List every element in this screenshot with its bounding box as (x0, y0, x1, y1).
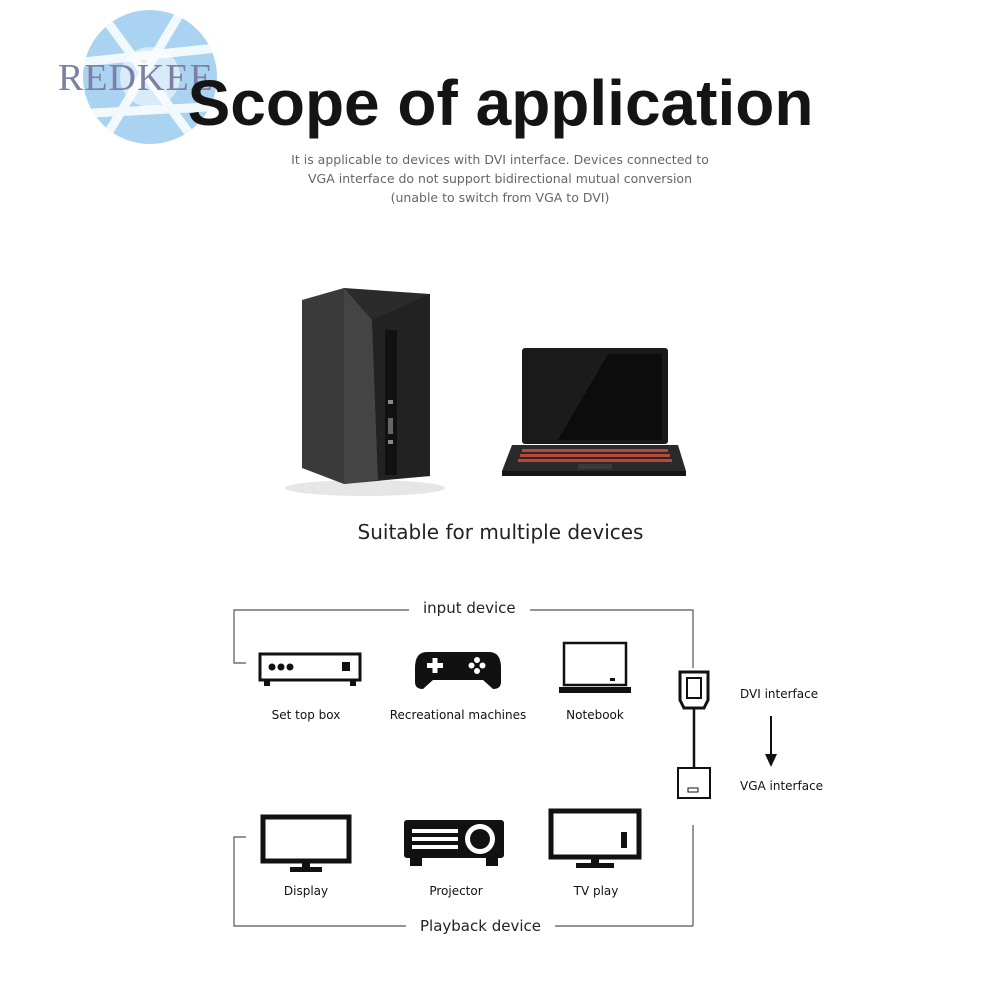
subtitle-line: It is applicable to devices with DVI int… (291, 152, 709, 167)
gamepad-icon (415, 652, 501, 689)
playback-device-group-label: Playback device (406, 917, 555, 935)
arrow-down-icon (765, 716, 777, 767)
tower-pc-image (285, 288, 445, 496)
vga-interface-label: VGA interface (740, 779, 824, 793)
projector-icon (404, 820, 504, 866)
laptop-icon (559, 641, 631, 693)
page-subtitle: It is applicable to devices with DVI int… (200, 150, 800, 207)
device-label-tv-play: TV play (573, 884, 619, 898)
page-title: Scope of application (187, 67, 814, 139)
set-top-box-icon (258, 652, 362, 686)
device-label-set-top-box: Set top box (271, 708, 341, 722)
devices-caption: Suitable for multiple devices (357, 520, 644, 544)
device-label-projector: Projector (429, 884, 483, 898)
dvi-interface-label: DVI interface (740, 687, 819, 701)
brand-logo (83, 10, 217, 144)
subtitle-line: VGA interface do not support bidirection… (308, 171, 692, 186)
subtitle-line: (unable to switch from VGA to DVI) (390, 190, 610, 205)
monitor-icon (260, 814, 352, 872)
device-label-display: Display (283, 884, 329, 898)
laptop-image (502, 348, 686, 476)
device-label-recreational-machines: Recreational machines (389, 708, 527, 722)
input-device-group-label: input device (409, 599, 530, 617)
brand-logo-text: REDKEE (58, 57, 214, 99)
tv-icon (548, 808, 642, 868)
dvi-to-vga-adapter-icon (677, 670, 711, 799)
device-label-notebook: Notebook (566, 708, 624, 722)
